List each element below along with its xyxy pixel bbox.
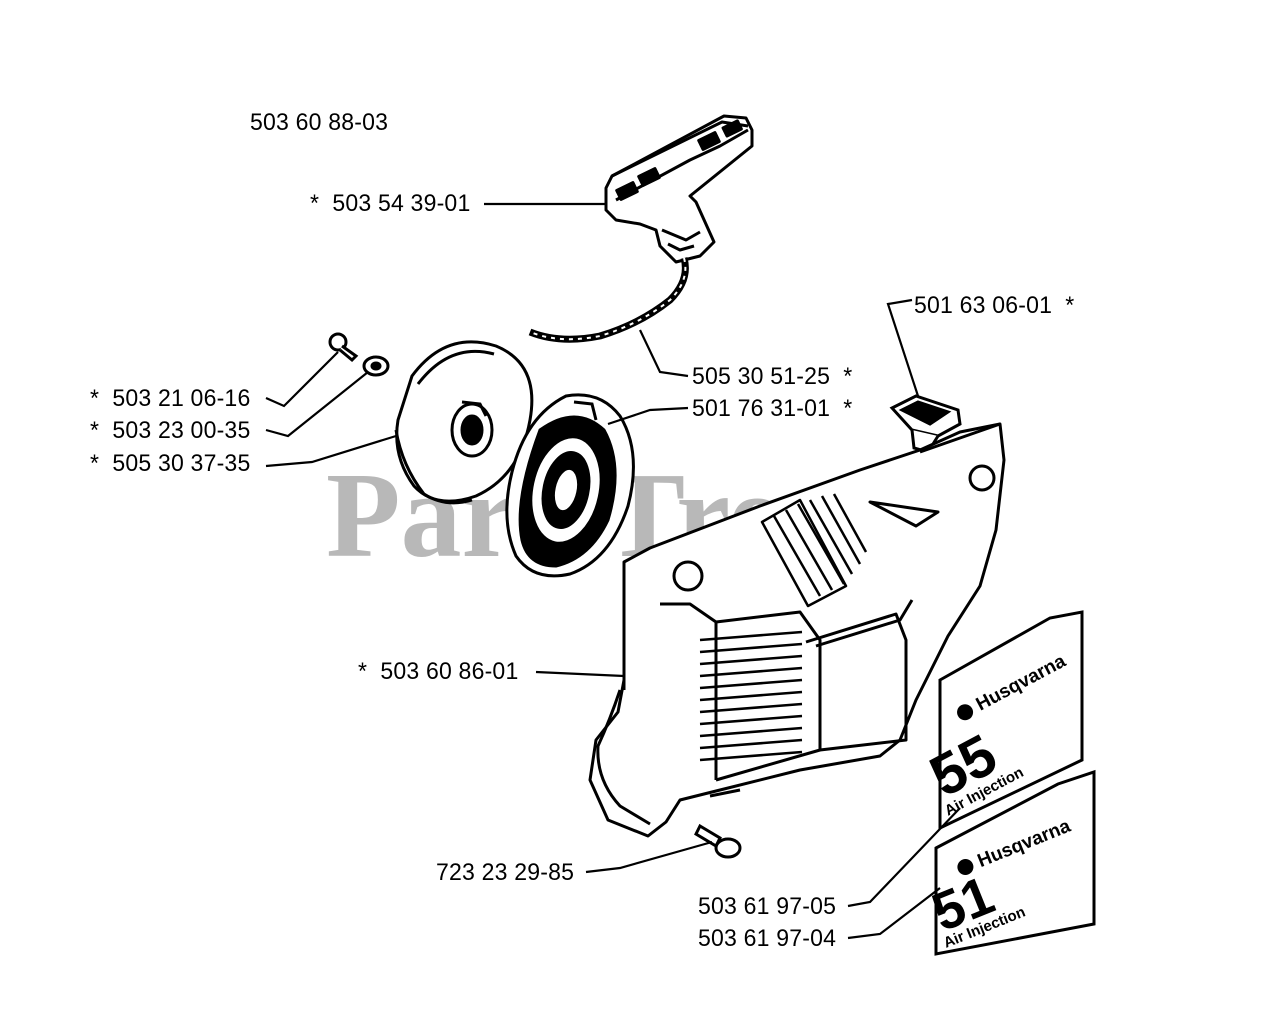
part-label-bolt: 723 23 29-85 bbox=[436, 859, 575, 886]
part-label-rope: 505 30 51-25 * bbox=[692, 363, 853, 390]
leader-lines bbox=[265, 202, 961, 940]
assembly-number-label: 503 60 88-03 bbox=[250, 109, 389, 136]
part-label-valve: 501 63 06-01 * bbox=[914, 292, 1075, 319]
valve-part bbox=[889, 394, 962, 454]
spring-housing-part bbox=[505, 393, 635, 578]
pulley-part bbox=[394, 340, 534, 505]
washer-part bbox=[362, 355, 390, 377]
leader-washer bbox=[265, 371, 369, 438]
leader-decal-55 bbox=[847, 807, 961, 908]
part-label-decal-51: 503 61 97-04 bbox=[698, 925, 837, 952]
part-label-decal-55: 503 61 97-05 bbox=[698, 893, 837, 920]
starter-rope-part bbox=[528, 257, 689, 343]
bolt-part bbox=[694, 823, 742, 859]
starter-handle-part bbox=[604, 114, 754, 264]
leader-decal-51 bbox=[847, 887, 941, 940]
part-label-handle: * 503 54 39-01 bbox=[310, 190, 471, 217]
leader-pulley bbox=[265, 434, 397, 468]
part-label-cover: * 503 60 86-01 bbox=[358, 658, 519, 685]
part-label-washer: * 503 23 00-35 bbox=[90, 417, 251, 444]
leader-bolt bbox=[585, 840, 713, 874]
part-label-spring: 501 76 31-01 * bbox=[692, 395, 853, 422]
part-label-screw: * 503 21 06-16 bbox=[90, 385, 251, 412]
screw-part bbox=[328, 332, 359, 363]
part-label-pulley: * 505 30 37-35 bbox=[90, 450, 251, 477]
leader-cover bbox=[535, 670, 625, 678]
leader-rope bbox=[639, 329, 689, 378]
leader-screw bbox=[265, 351, 339, 408]
leader-valve bbox=[886, 298, 920, 397]
starter-cover-part bbox=[588, 422, 1006, 838]
leader-spring bbox=[607, 406, 689, 426]
